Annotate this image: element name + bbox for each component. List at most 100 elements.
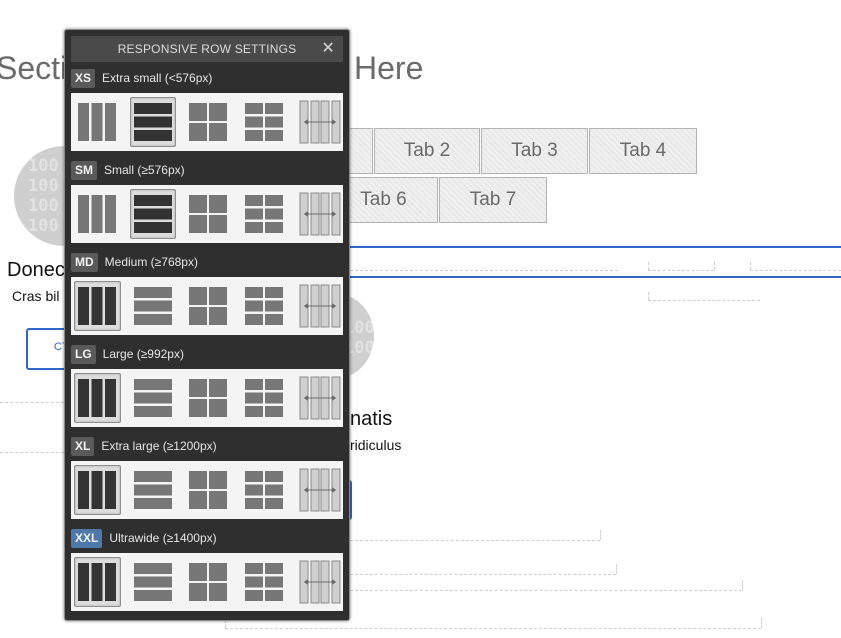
tab-1[interactable] [350, 128, 373, 174]
layout-option-stretch-columns[interactable] [296, 189, 343, 239]
grid-2x2-icon [188, 378, 228, 418]
layout-option-stretch-columns[interactable] [296, 97, 343, 147]
panel-title: RESPONSIVE ROW SETTINGS [117, 42, 297, 56]
layout-options [71, 93, 343, 151]
dashed-outline [648, 262, 649, 270]
rows-icon [133, 194, 173, 234]
grid-3x3-icon [244, 562, 284, 602]
dashed-outline [648, 270, 714, 271]
layout-option-grid-2x2[interactable] [185, 465, 232, 515]
breakpoint-badge: SM [71, 160, 97, 180]
dashed-outline [0, 452, 64, 453]
layout-option-grid-3x3[interactable] [241, 465, 288, 515]
stretch-columns-icon [298, 192, 342, 236]
rows-icon [133, 102, 173, 142]
columns-icon [77, 102, 117, 142]
layout-option-rows[interactable] [129, 97, 177, 147]
stretch-columns-icon [298, 376, 342, 420]
placeholder-digits: 100 [28, 196, 59, 216]
dashed-outline [714, 262, 715, 270]
placeholder-digits: 100 [344, 338, 374, 358]
breakpoint-badge: XS [71, 68, 96, 88]
dashed-outline [0, 402, 64, 403]
layout-option-grid-2x2[interactable] [185, 189, 232, 239]
breakpoint-badge: XL [71, 436, 95, 456]
tab-content-border-top [350, 246, 841, 248]
columns-icon [77, 470, 117, 510]
layout-option-rows[interactable] [130, 557, 177, 607]
grid-2x2-icon [188, 194, 228, 234]
layout-option-grid-3x3[interactable] [241, 97, 288, 147]
stretch-columns-icon [298, 560, 342, 604]
tab-content-border-bottom [350, 276, 841, 278]
card-text: Cras bil [12, 288, 60, 304]
layout-option-stretch-columns[interactable] [296, 465, 343, 515]
layout-option-grid-2x2[interactable] [185, 281, 232, 331]
layout-option-stretch-columns[interactable] [296, 557, 343, 607]
layout-option-columns[interactable] [74, 465, 121, 515]
layout-option-grid-3x3[interactable] [241, 373, 288, 423]
layout-option-rows[interactable] [130, 465, 177, 515]
layout-options [71, 277, 343, 335]
layout-option-grid-3x3[interactable] [241, 557, 288, 607]
grid-2x2-icon [188, 470, 228, 510]
breakpoint-label: SM Small (≥576px) [71, 160, 185, 180]
dashed-outline [350, 540, 600, 541]
layout-options [71, 553, 343, 611]
dashed-outline [225, 620, 226, 628]
layout-option-grid-2x2[interactable] [185, 97, 232, 147]
tab-7[interactable]: Tab 7 [439, 177, 547, 223]
tab-row-1: Tab 2 Tab 3 Tab 4 [350, 128, 698, 174]
close-icon[interactable]: ✕ [321, 40, 335, 57]
columns-icon [77, 286, 117, 326]
section-title-right: Here [354, 50, 424, 86]
heading-2: natis [350, 408, 393, 430]
layout-option-columns[interactable] [74, 373, 121, 423]
dashed-outline [750, 270, 841, 271]
breakpoint-label-text: Extra large (≥1200px) [101, 439, 217, 453]
layout-option-columns[interactable] [74, 189, 121, 239]
grid-3x3-icon [244, 378, 284, 418]
grid-2x2-icon [188, 286, 228, 326]
breakpoint-label-text: Small (≥576px) [104, 163, 185, 177]
breakpoint-badge: LG [71, 344, 96, 364]
placeholder-digits: 100 [28, 176, 59, 196]
card-heading: Donec [7, 259, 65, 281]
layout-option-grid-2x2[interactable] [185, 557, 232, 607]
dashed-outline [750, 262, 751, 270]
columns-icon [77, 194, 117, 234]
layout-option-grid-2x2[interactable] [185, 373, 232, 423]
tab-2[interactable]: Tab 2 [374, 128, 480, 174]
layout-option-stretch-columns[interactable] [296, 373, 343, 423]
grid-3x3-icon [244, 102, 284, 142]
layout-options [71, 185, 343, 243]
dashed-outline [742, 580, 743, 590]
layout-option-rows[interactable] [129, 189, 177, 239]
breakpoint-label: XXL Ultrawide (≥1400px) [71, 528, 217, 548]
text-2: ridiculus [350, 437, 402, 453]
rows-icon [133, 286, 173, 326]
tab-4[interactable]: Tab 4 [589, 128, 697, 174]
layout-option-grid-3x3[interactable] [241, 189, 288, 239]
rows-icon [133, 378, 173, 418]
layout-option-columns[interactable] [74, 557, 121, 607]
section-title-left: Secti [0, 50, 68, 86]
layout-option-rows[interactable] [130, 373, 177, 423]
stretch-columns-icon [298, 468, 342, 512]
breakpoint-badge: XXL [71, 528, 103, 548]
breakpoint-label-text: Large (≥992px) [102, 347, 184, 361]
layout-option-grid-3x3[interactable] [241, 281, 288, 331]
layout-option-stretch-columns[interactable] [296, 281, 343, 331]
layout-option-columns[interactable] [74, 97, 121, 147]
breakpoint-label-text: Medium (≥768px) [104, 255, 198, 269]
tab-row-2: Tab 6 Tab 7 [330, 177, 548, 223]
tab-3[interactable]: Tab 3 [481, 128, 588, 174]
breakpoint-label-text: Ultrawide (≥1400px) [109, 531, 217, 545]
layout-options [71, 461, 343, 519]
layout-option-rows[interactable] [130, 281, 177, 331]
rows-icon [133, 562, 173, 602]
placeholder-digits: 100 [28, 216, 59, 236]
layout-option-columns[interactable] [74, 281, 121, 331]
